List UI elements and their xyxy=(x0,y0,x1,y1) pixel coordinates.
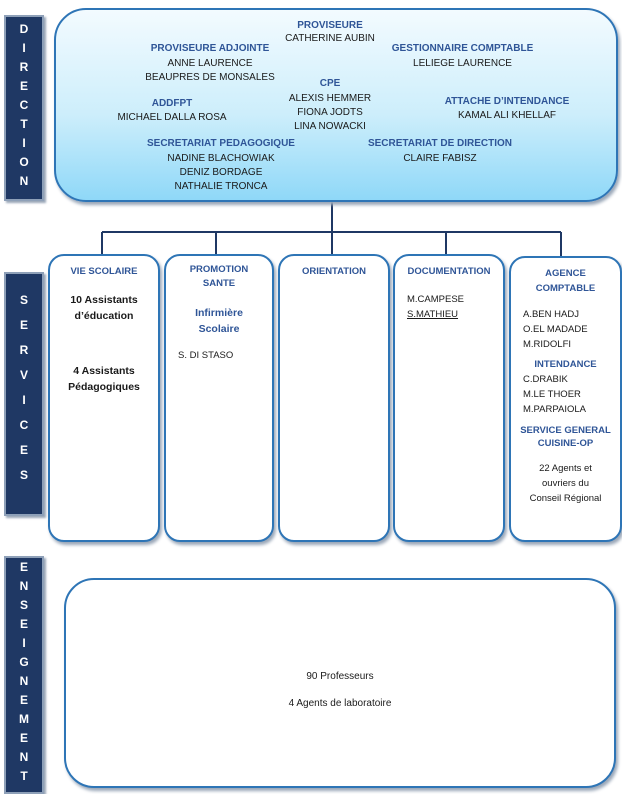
service-vie-scolaire: VIE SCOLAIRE 10 Assistants d’éducation 4… xyxy=(48,254,160,542)
enseignement-line-2: 4 Agents de laboratoire xyxy=(288,698,392,709)
adjointe-title: PROVISEURE ADJOINTE xyxy=(150,43,270,54)
cpe-name-3: LINA NOWACKI xyxy=(294,121,366,132)
gestionnaire-title: GESTIONNAIRE COMPTABLE xyxy=(391,43,534,54)
agence-title-2: COMPTABLE xyxy=(535,283,596,294)
intendance-name-1: C.DRABIK xyxy=(523,374,568,385)
sidebar-letter: N xyxy=(19,750,29,764)
agence-name-1: A.BEN HADJ xyxy=(523,309,579,320)
cpe-title: CPE xyxy=(319,78,341,89)
promotion-title-1: PROMOTION xyxy=(189,264,249,275)
addfpt-name: MICHAEL DALLA ROSA xyxy=(117,112,227,123)
sidebar-letter: M xyxy=(19,712,29,726)
sidebar-letter: E xyxy=(19,318,28,332)
secdir-title: SECRETARIAT DE DIRECTION xyxy=(367,138,513,149)
sidebar-letter: C xyxy=(19,97,29,112)
gestionnaire-name: LELIEGE LAURENCE xyxy=(413,58,512,69)
intendance-name-3: M.PARPAIOLA xyxy=(523,404,586,415)
sidebar-letter: S xyxy=(19,598,28,612)
sidebar-letter: E xyxy=(19,78,28,93)
service-general-title-2: CUISINE-OP xyxy=(537,438,594,449)
sidebar-letter: C xyxy=(19,418,29,432)
sidebar-letter: I xyxy=(22,393,26,407)
proviseure-name: CATHERINE AUBIN xyxy=(285,33,375,44)
cpe-name-2: FIONA JODTS xyxy=(297,107,363,118)
secpeda-title: SECRETARIAT PEDAGOGIQUE xyxy=(147,138,295,149)
documentation-name-2: S.MATHIEU xyxy=(407,309,459,320)
sidebar-letter: E xyxy=(19,731,28,745)
vie-scolaire-line-4: Pédagogiques xyxy=(68,381,140,393)
agence-name-3: M.RIDOLFI xyxy=(523,339,572,350)
sidebar-letter: N xyxy=(19,579,29,593)
vie-scolaire-line-2: d’éducation xyxy=(74,310,134,322)
agents-line-3: Conseil Régional xyxy=(529,493,602,504)
promotion-sub-2: Scolaire xyxy=(198,323,240,335)
enseignement-box: 90 Professeurs 4 Agents de laboratoire xyxy=(64,578,616,788)
agence-name-2: O.EL MADADE xyxy=(523,324,588,335)
enseignement-line-1: 90 Professeurs xyxy=(306,671,374,682)
vie-scolaire-line-1: 10 Assistants xyxy=(70,294,138,306)
service-promotion-sante: PROMOTION SANTE Infirmière Scolaire S. D… xyxy=(164,254,274,542)
secpeda-name-3: NATHALIE TRONCA xyxy=(174,181,268,192)
adjointe-name-2: BEAUPRES DE MONSALES xyxy=(145,72,275,83)
addfpt-title: ADDFPT xyxy=(151,98,193,109)
promotion-sub-1: Infirmière xyxy=(195,307,243,319)
service-general-title-1: SERVICE GENERAL xyxy=(520,425,611,436)
vie-scolaire-line-3: 4 Assistants xyxy=(73,365,135,377)
sidebar-letter: N xyxy=(19,173,29,188)
cpe-name-1: ALEXIS HEMMER xyxy=(288,93,372,104)
sidebar-letter: D xyxy=(19,21,29,36)
secpeda-name-1: NADINE BLACHOWIAK xyxy=(167,153,275,164)
service-orientation: ORIENTATION xyxy=(278,254,390,542)
service-documentation: DOCUMENTATION M.CAMPESE S.MATHIEU xyxy=(393,254,505,542)
sidebar-letter: G xyxy=(19,655,29,669)
agents-line-2: ouvriers du xyxy=(542,478,589,489)
direction-box xyxy=(54,8,618,202)
sidebar-letter: E xyxy=(19,443,28,457)
agence-title-1: AGENCE xyxy=(545,268,586,279)
secdir-name: CLAIRE FABISZ xyxy=(403,153,477,164)
sidebar-letter: E xyxy=(19,693,28,707)
sidebar-letter: R xyxy=(19,59,29,74)
sidebar-letter: S xyxy=(19,293,28,307)
documentation-title: DOCUMENTATION xyxy=(407,266,491,277)
sidebar-letter: I xyxy=(22,636,26,650)
sidebar-letter: E xyxy=(19,560,28,574)
service-agence-comptable: AGENCE COMPTABLE A.BEN HADJ O.EL MADADE … xyxy=(509,256,622,542)
promotion-name: S. DI STASO xyxy=(178,350,234,361)
sidebar-letter: T xyxy=(20,116,28,131)
secpeda-name-2: DENIZ BORDAGE xyxy=(179,167,263,178)
intendance-title: INTENDANCE xyxy=(534,359,597,370)
attache-title: ATTACHE D’INTENDANCE xyxy=(444,96,570,107)
agents-line-1: 22 Agents et xyxy=(539,463,592,474)
proviseure-title: PROVISEURE xyxy=(297,20,363,31)
attache-name: KAMAL ALI KHELLAF xyxy=(457,110,556,121)
sidebar-letter: N xyxy=(19,674,29,688)
sidebar-letter: T xyxy=(20,769,28,783)
sidebar-letter: E xyxy=(19,617,28,631)
adjointe-name-1: ANNE LAURENCE xyxy=(167,58,253,69)
sidebar-letter: S xyxy=(19,468,28,482)
sidebar-letter: I xyxy=(22,40,26,55)
documentation-name-1: M.CAMPESE xyxy=(407,294,465,305)
promotion-title-2: SANTE xyxy=(202,278,236,289)
intendance-name-2: M.LE THOER xyxy=(523,389,581,400)
sidebar-letter: I xyxy=(22,135,26,150)
sidebar-letter: R xyxy=(19,343,29,357)
sidebar-letter: O xyxy=(19,154,29,169)
orientation-title: ORIENTATION xyxy=(301,266,367,277)
sidebar-letter: V xyxy=(19,368,28,382)
vie-scolaire-title: VIE SCOLAIRE xyxy=(70,266,138,277)
